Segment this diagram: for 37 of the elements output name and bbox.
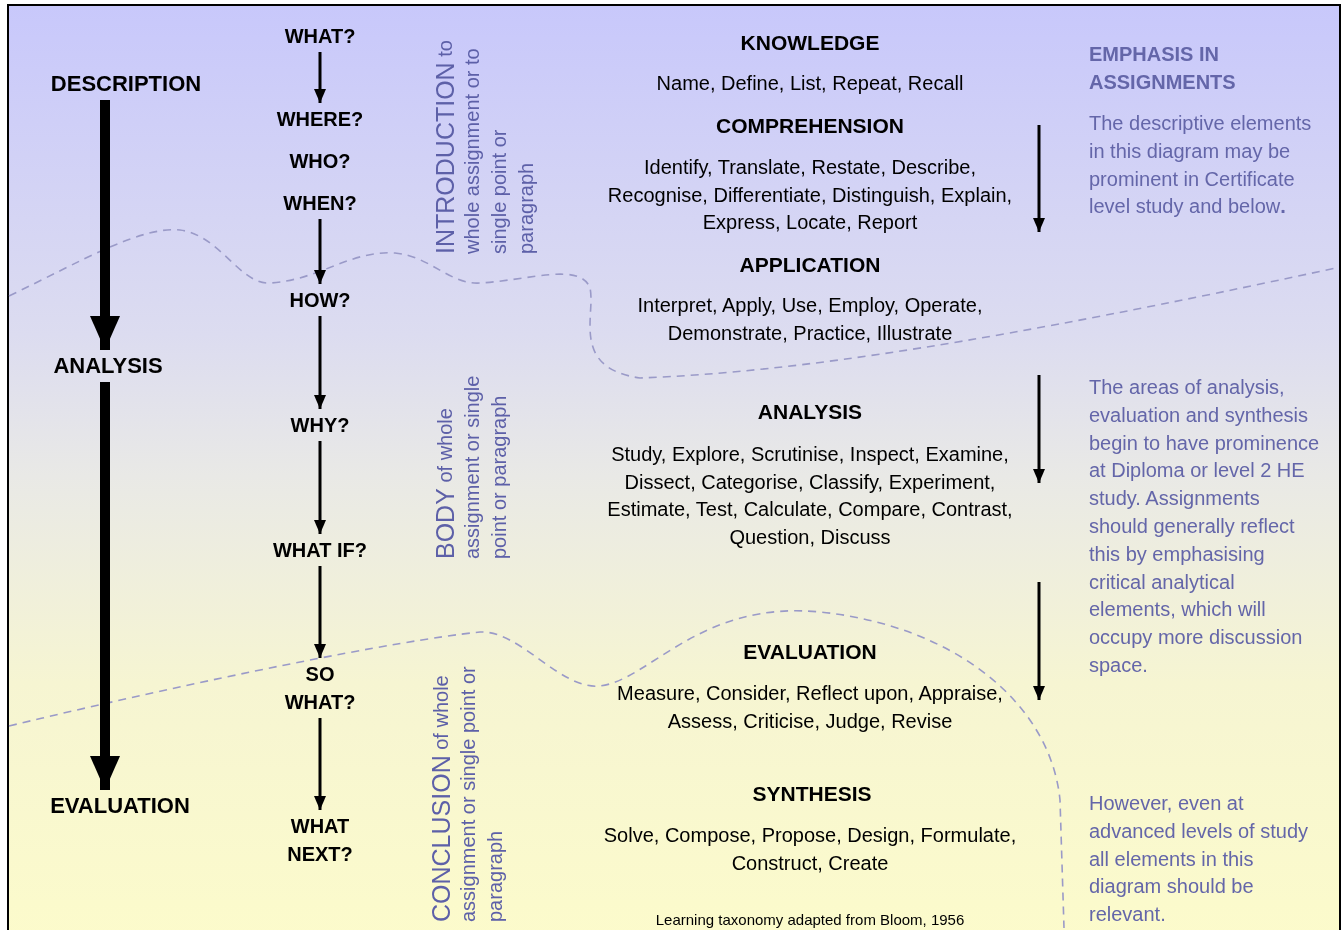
arrow <box>314 316 326 409</box>
verb-list: Study, Explore, Scrutinise, Inspect, Examine, Dissect, Categorise, Classify, Experiment, Estimate, Test, Calculate, Compare, Contrast, Question, Discuss <box>600 441 1020 551</box>
verb-list: Measure, Consider, Reflect upon, Appraise, Assess, Criticise, Judge, Revise <box>610 680 1010 735</box>
arrow <box>314 441 326 534</box>
arrow <box>314 718 326 810</box>
taxonomy-heading: KNOWLEDGE <box>739 30 881 56</box>
verb-list: Solve, Compose, Propose, Design, Formulate, Construct, Create <box>600 822 1020 877</box>
arrow <box>90 100 120 350</box>
emphasis-note: The descriptive elements in this diagram may be prominent in Certificate level study and below. <box>1089 111 1313 220</box>
column-heading: EMPHASIS IN ASSIGNMENTS <box>1089 42 1237 95</box>
emphasis-note: However, even at advanced levels of study all elements in this diagram should be relevant. <box>1089 791 1310 928</box>
question-text: WHAT? <box>284 22 356 50</box>
question-text: WHO? <box>289 147 351 175</box>
source-note: Learning taxonomy adapted from Bloom, 1956 <box>654 910 966 930</box>
verb-list: Interpret, Apply, Use, Employ, Operate, Demonstrate, Practice, Illustrate <box>600 292 1020 347</box>
verb-list: Identify, Translate, Restate, Describe, Recognise, Differentiate, Distinguish, Explain, Express, Locate, Report <box>600 154 1020 237</box>
question-text: WHEN? <box>283 189 357 217</box>
taxonomy-heading: ANALYSIS <box>756 399 864 425</box>
question-text: WHAT NEXT? <box>275 812 365 868</box>
question-text: WHY? <box>290 411 350 439</box>
verb-list: Name, Define, List, Repeat, Recall <box>600 70 1020 98</box>
taxonomy-heading: EVALUATION <box>742 639 878 665</box>
arrow <box>314 52 326 103</box>
question-text: SO WHAT? <box>275 660 365 716</box>
question-text: HOW? <box>289 286 351 314</box>
taxonomy-heading: APPLICATION <box>738 252 882 278</box>
taxonomy-heading: SYNTHESIS <box>751 781 873 807</box>
question-text: WHAT IF? <box>273 536 367 564</box>
arrow <box>314 219 326 284</box>
stage-heading: DESCRIPTION <box>50 70 202 98</box>
question-text: WHERE? <box>276 105 364 133</box>
stage-heading: EVALUATION <box>50 792 190 820</box>
taxonomy-heading: COMPREHENSION <box>715 113 905 139</box>
arrow <box>314 566 326 658</box>
emphasis-note: The areas of analysis, evaluation and synthesis begin to have prominence at Diploma or level 2 HE study. Assignments should generally reflect this by emphasising critical analytical elements, which will occupy more discussion space. <box>1089 375 1321 678</box>
stage-heading: ANALYSIS <box>53 352 163 380</box>
arrow <box>90 382 120 790</box>
